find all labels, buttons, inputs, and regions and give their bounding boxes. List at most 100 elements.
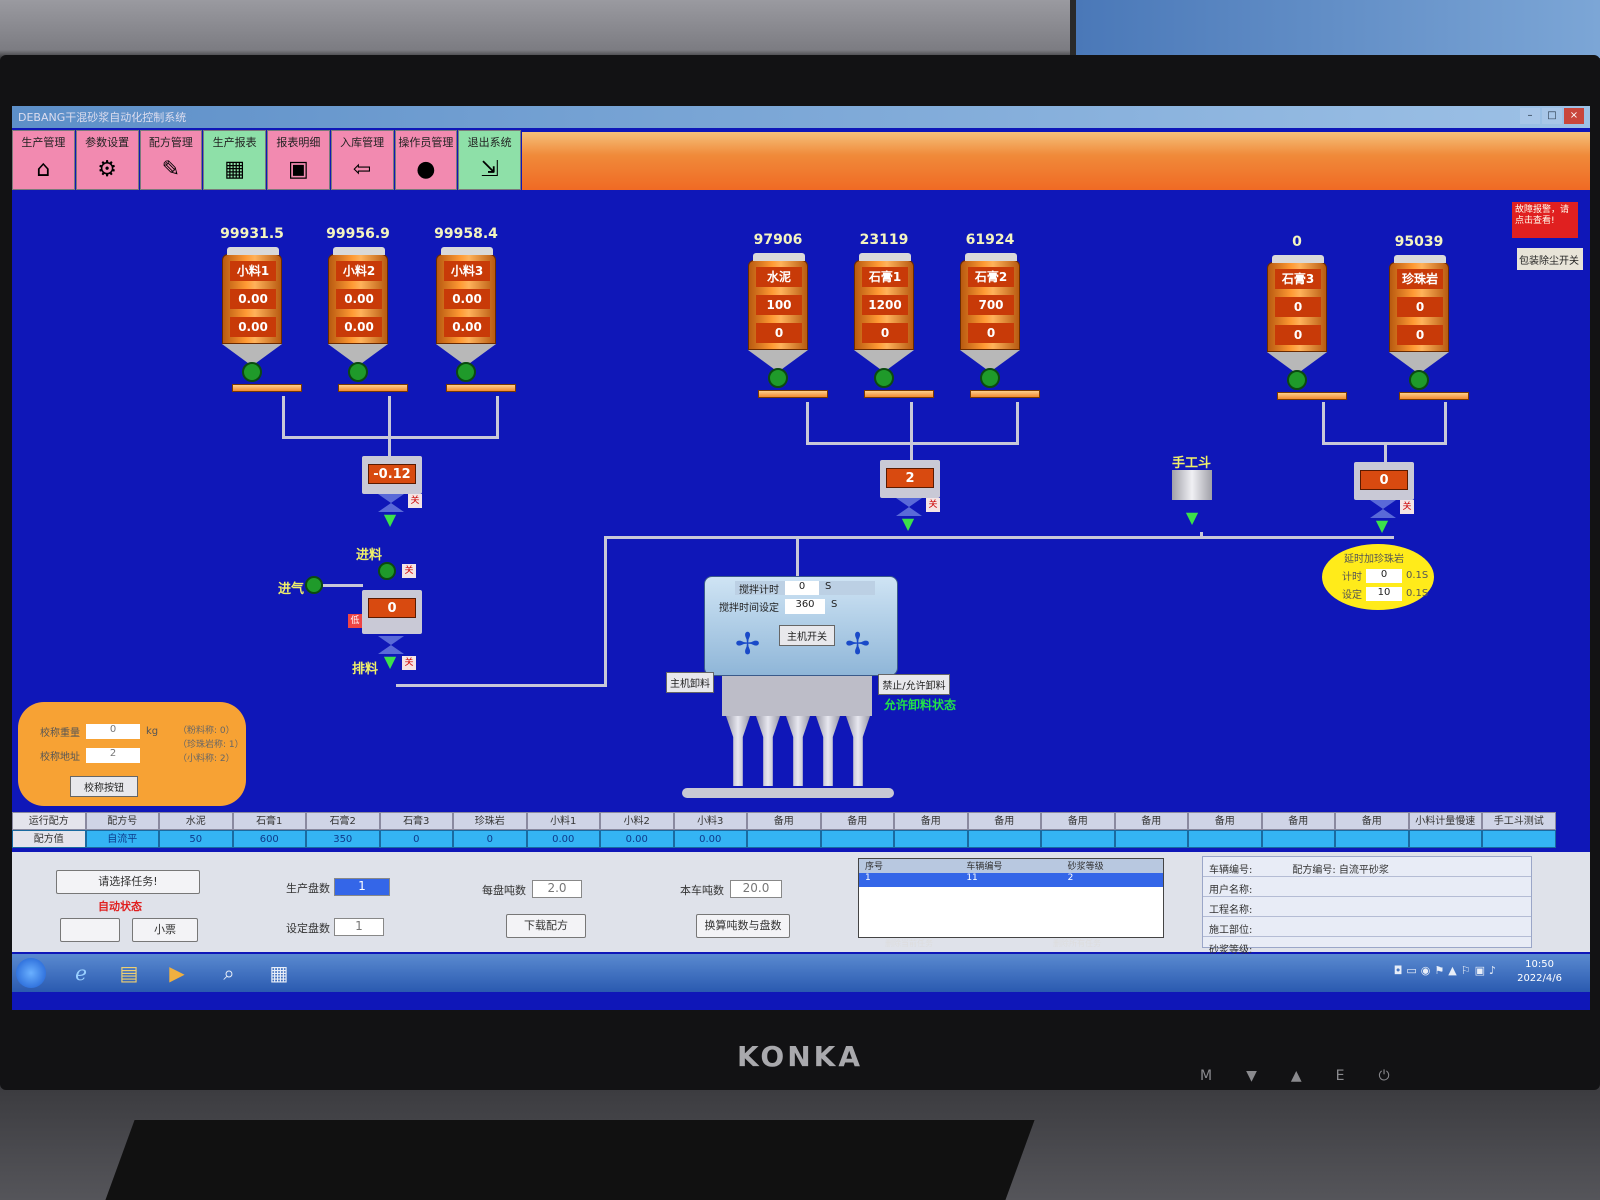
silo-name: 石膏1 bbox=[862, 267, 908, 287]
toolbar-button-label: 报表明细 bbox=[276, 136, 321, 149]
delete-all-tasks-button[interactable]: 删除所有任务 bbox=[1053, 939, 1101, 948]
silo-cone bbox=[222, 344, 282, 366]
monitor-up-button[interactable]: ▲ bbox=[1290, 1068, 1302, 1084]
recipe-value-cell[interactable] bbox=[894, 830, 968, 848]
recipe-value-cell[interactable] bbox=[1408, 830, 1482, 848]
recipe-value-cell[interactable]: 350 bbox=[306, 830, 380, 848]
recipe-value-cell[interactable] bbox=[1482, 830, 1556, 848]
minimize-button[interactable]: – bbox=[1520, 108, 1540, 124]
recipe-value-cell[interactable]: 自流平 bbox=[85, 830, 159, 848]
recipe-value-cell[interactable]: 0.00 bbox=[526, 830, 600, 848]
recipe-value-cell[interactable]: 0 bbox=[379, 830, 453, 848]
system-tray[interactable]: ◘▭◉⚑▲⚐▣♪ bbox=[1393, 964, 1500, 977]
silo-valve-indicator[interactable] bbox=[874, 368, 894, 388]
monitor-exit-button[interactable]: E bbox=[1335, 1068, 1345, 1084]
silo-valve-indicator[interactable] bbox=[1287, 370, 1307, 390]
feed-valve-indicator[interactable] bbox=[378, 562, 396, 580]
folder-icon[interactable]: ▤ bbox=[119, 961, 139, 985]
house-icon: ⌂ bbox=[36, 156, 51, 182]
recipe-value-cell[interactable] bbox=[820, 830, 894, 848]
blank-button[interactable] bbox=[60, 918, 120, 942]
select-task-button[interactable]: 请选择任务! bbox=[56, 870, 200, 894]
toolbar-button-6[interactable]: 操作员管理● bbox=[394, 130, 458, 190]
delete-current-task-button[interactable]: 删除当前任务 bbox=[885, 939, 933, 948]
task-col-index: 序号 bbox=[865, 862, 884, 872]
close-button[interactable]: × bbox=[1564, 108, 1584, 124]
mixer-base bbox=[722, 676, 872, 716]
recipe-value-cell[interactable] bbox=[1188, 830, 1262, 848]
ie-icon[interactable]: ℯ bbox=[75, 961, 87, 985]
toolbar-button-0[interactable]: 生产管理⌂ bbox=[12, 130, 75, 190]
recipe-header-cell: 备用 bbox=[820, 812, 894, 830]
hmi-screen: DEBANG干混砂浆自动化控制系统 – □ × 生产管理⌂参数设置⚙配方管理✎生… bbox=[12, 106, 1590, 1010]
air-valve-indicator[interactable] bbox=[305, 576, 323, 594]
dust-switch-button[interactable]: 包装除尘开关 bbox=[1517, 248, 1583, 270]
silo-valve-indicator[interactable] bbox=[768, 368, 788, 388]
toolbar-button-3[interactable]: 生产报表▦ bbox=[203, 130, 266, 190]
clock-date: 2022/4/6 bbox=[1517, 973, 1562, 984]
recipe-value-cell[interactable]: 600 bbox=[232, 830, 306, 848]
main-scale-flow-icon: ▼ bbox=[901, 514, 915, 533]
exit-icon: ⇲ bbox=[480, 156, 499, 182]
mixer-main-switch[interactable]: 主机开关 bbox=[779, 625, 835, 646]
toolbar-button-7[interactable]: 退出系统⇲ bbox=[458, 130, 521, 190]
maximize-button[interactable]: □ bbox=[1542, 108, 1562, 124]
recipe-value-cell[interactable] bbox=[747, 830, 821, 848]
silo-name: 石膏2 bbox=[968, 267, 1014, 287]
pipe-14 bbox=[604, 536, 1394, 539]
recipe-value-cell[interactable] bbox=[1335, 830, 1409, 848]
ticket-button[interactable]: 小票 bbox=[132, 918, 198, 942]
grid-app-icon[interactable]: ▦ bbox=[269, 961, 289, 985]
recipe-value-cell[interactable]: 0.00 bbox=[600, 830, 674, 848]
main-unload-button[interactable]: 主机卸料 bbox=[666, 672, 714, 693]
recipe-value-cell[interactable] bbox=[1261, 830, 1335, 848]
delay-timer-label: 计时 bbox=[1342, 572, 1362, 583]
mixer-set-input[interactable]: 360 bbox=[785, 599, 825, 614]
toolbar-button-2[interactable]: 配方管理✎ bbox=[139, 130, 203, 190]
batches-value: 1 bbox=[334, 878, 390, 896]
download-recipe-button[interactable]: 下载配方 bbox=[506, 914, 586, 938]
alarm-button[interactable]: 故障报警，请点击查看! bbox=[1512, 202, 1578, 238]
screw-conveyor bbox=[864, 390, 934, 398]
recipe-value-cell[interactable]: 50 bbox=[159, 830, 233, 848]
recipe-value-cell[interactable]: 0 bbox=[453, 830, 527, 848]
recipe-header-cell: 石膏1 bbox=[232, 812, 306, 830]
screw-conveyor bbox=[1399, 392, 1469, 400]
convert-button[interactable]: 换算吨数与盘数 bbox=[696, 914, 790, 938]
search-icon[interactable]: ⌕ bbox=[223, 961, 235, 985]
toolbar-button-5[interactable]: 入库管理⇦ bbox=[330, 130, 394, 190]
delay-set-input[interactable]: 10 bbox=[1366, 586, 1402, 601]
table-row[interactable]: 1 11 2 bbox=[859, 873, 1163, 887]
silo-valve-indicator[interactable] bbox=[456, 362, 476, 382]
media-player-icon[interactable]: ▶ bbox=[169, 961, 185, 985]
forbid-unload-button[interactable]: 禁止/允许卸料 bbox=[878, 674, 950, 695]
set-batches-input[interactable]: 1 bbox=[334, 918, 384, 936]
silo-valve-indicator[interactable] bbox=[1409, 370, 1429, 390]
toolbar-button-4[interactable]: 报表明细▣ bbox=[267, 130, 330, 190]
monitor-power-button[interactable]: ⏻ bbox=[1378, 1068, 1390, 1084]
toolbar-button-1[interactable]: 参数设置⚙ bbox=[75, 130, 139, 190]
calib-address-input[interactable]: 2 bbox=[86, 748, 140, 763]
recipe-value-cell[interactable] bbox=[967, 830, 1041, 848]
task-col-vehicle: 车辆编号 bbox=[966, 862, 1003, 872]
truck-tons-input[interactable]: 20.0 bbox=[730, 880, 782, 898]
recipe-value-cell[interactable] bbox=[1041, 830, 1115, 848]
monitor-down-button[interactable]: ▼ bbox=[1246, 1068, 1257, 1084]
silo-valve-indicator[interactable] bbox=[980, 368, 1000, 388]
recipe-value-cell[interactable]: 0.00 bbox=[673, 830, 747, 848]
silo-valve-indicator[interactable] bbox=[348, 362, 368, 382]
per-batch-input[interactable]: 2.0 bbox=[532, 880, 582, 898]
silo-valve-indicator[interactable] bbox=[242, 362, 262, 382]
calib-button[interactable]: 校称按钮 bbox=[70, 776, 138, 797]
recipe-value-cell[interactable] bbox=[1114, 830, 1188, 848]
monitor-menu-button[interactable]: M bbox=[1200, 1068, 1213, 1084]
calib-weight-input[interactable]: 0 bbox=[86, 724, 140, 739]
taskbar-clock[interactable]: 10:50 2022/4/6 bbox=[1517, 958, 1562, 986]
start-orb-icon[interactable] bbox=[16, 958, 46, 988]
